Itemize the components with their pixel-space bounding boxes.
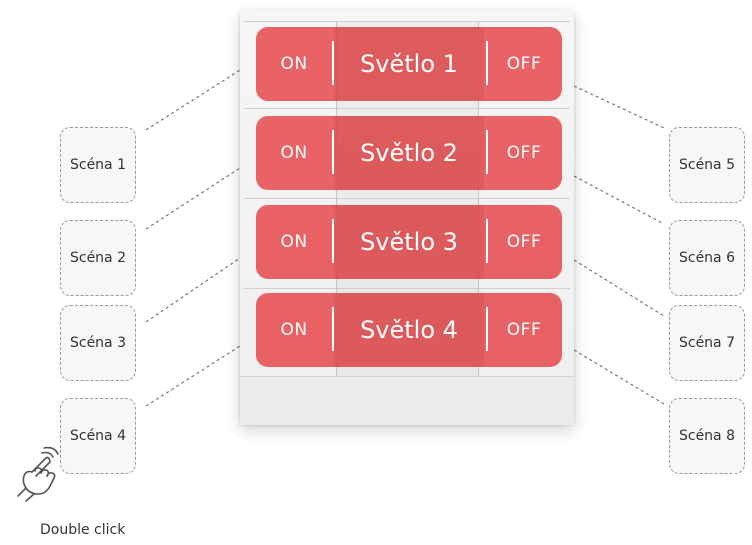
scene-box-8: Scéna 8 <box>669 398 745 474</box>
on-button[interactable]: ON <box>280 143 308 163</box>
scene-box-7: Scéna 7 <box>669 305 745 381</box>
panel-divider <box>244 108 570 109</box>
off-button[interactable]: OFF <box>506 143 542 163</box>
separator <box>332 41 334 85</box>
rocker-switch-1: ON Světlo 1 OFF <box>256 27 562 101</box>
scene-box-4: Scéna 4 <box>60 398 136 474</box>
scene-box-6: Scéna 6 <box>669 220 745 296</box>
connector-scene-2 <box>145 167 241 230</box>
off-button[interactable]: OFF <box>506 54 542 74</box>
separator <box>332 219 334 263</box>
panel-divider <box>244 288 570 289</box>
panel-bottom-strip <box>240 376 574 425</box>
panel-vline <box>336 22 337 376</box>
light-label: Světlo 1 <box>360 50 458 78</box>
off-button[interactable]: OFF <box>506 320 542 340</box>
light-label: Světlo 3 <box>360 228 458 256</box>
connector-scene-6 <box>573 175 665 225</box>
rocker-switch-4: ON Světlo 4 OFF <box>256 293 562 367</box>
separator <box>486 307 488 351</box>
scene-box-2: Scéna 2 <box>60 220 136 296</box>
on-button[interactable]: ON <box>280 54 308 74</box>
rocker-center-shade <box>334 27 484 101</box>
panel-vline <box>478 22 479 376</box>
connector-scene-7 <box>573 259 665 317</box>
scene-box-5: Scéna 5 <box>669 127 745 203</box>
connector-scene-4 <box>145 345 241 407</box>
rocker-center-shade <box>334 116 484 190</box>
double-click-hand-icon <box>17 446 59 502</box>
connector-scene-3 <box>145 257 241 323</box>
separator <box>332 307 334 351</box>
light-label: Světlo 2 <box>360 139 458 167</box>
rocker-center-shade <box>334 293 484 367</box>
rocker-switch-2: ON Světlo 2 OFF <box>256 116 562 190</box>
connector-scene-5 <box>573 85 665 129</box>
scene-box-3: Scéna 3 <box>60 305 136 381</box>
separator <box>486 219 488 263</box>
rocker-switch-3: ON Světlo 3 OFF <box>256 205 562 279</box>
separator <box>486 41 488 85</box>
separator <box>332 130 334 174</box>
double-click-label: Double click <box>40 522 126 538</box>
connector-scene-1 <box>145 69 241 131</box>
on-button[interactable]: ON <box>280 320 308 340</box>
connector-scene-8 <box>573 349 665 405</box>
scene-box-1: Scéna 1 <box>60 127 136 203</box>
off-button[interactable]: OFF <box>506 232 542 252</box>
separator <box>486 130 488 174</box>
panel-divider <box>244 198 570 199</box>
rocker-center-shade <box>334 205 484 279</box>
on-button[interactable]: ON <box>280 232 308 252</box>
panel-top-line <box>244 21 570 22</box>
light-label: Světlo 4 <box>360 316 458 344</box>
